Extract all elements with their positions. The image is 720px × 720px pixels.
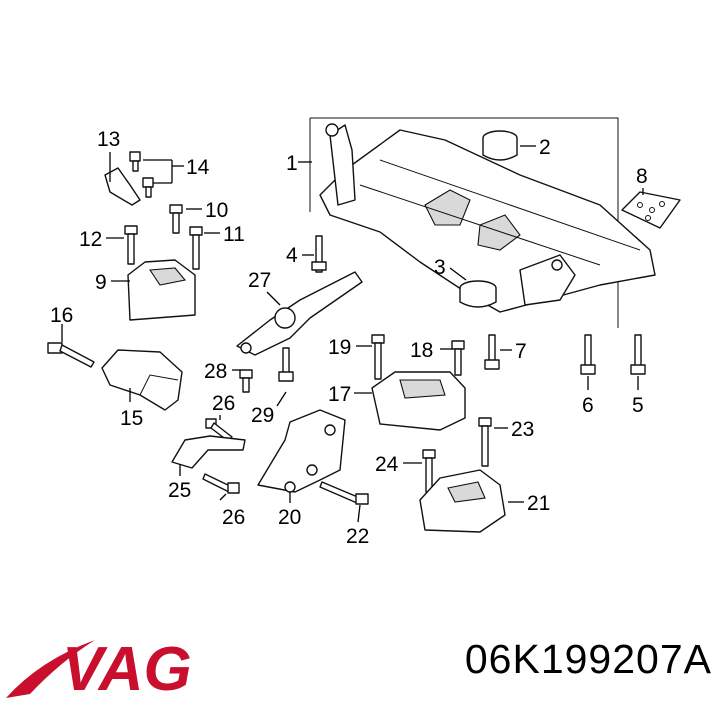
callout-1: 1	[286, 152, 298, 175]
brand-logo-swoosh-icon	[6, 640, 95, 698]
callout-16: 16	[50, 304, 73, 327]
callout-10: 10	[205, 199, 228, 222]
part-number: 06K199207A	[464, 636, 712, 682]
callout-14: 14	[186, 156, 210, 179]
callout-24: 24	[375, 453, 399, 476]
callout-2: 2	[539, 136, 551, 159]
callout-6: 6	[582, 394, 594, 417]
callout-23: 23	[511, 418, 534, 441]
bushing-3	[459, 280, 497, 308]
callout-20: 20	[278, 506, 301, 529]
bracket-15	[101, 349, 183, 411]
plate-8	[621, 191, 681, 229]
brand-logo: VAG	[6, 635, 192, 704]
bracket-20	[257, 409, 346, 493]
subframe	[319, 123, 656, 313]
callout-25: 25	[168, 479, 191, 502]
callout-13: 13	[97, 128, 120, 151]
callout-12: 12	[79, 228, 102, 251]
bracket-25	[171, 435, 246, 469]
callout-26b: 26	[222, 506, 245, 529]
callout-9: 9	[95, 271, 107, 294]
callout-4: 4	[286, 244, 298, 267]
callout-7: 7	[515, 340, 527, 363]
bushing-2	[482, 130, 518, 161]
callout-22: 22	[346, 525, 369, 548]
bracket-13	[104, 167, 141, 206]
brand-logo-text: VAG	[62, 635, 192, 704]
callout-21: 21	[527, 492, 550, 515]
callout-28: 28	[204, 360, 227, 383]
mount-21	[419, 469, 506, 533]
callout-26a: 26	[212, 392, 235, 415]
callout-11: 11	[223, 223, 245, 246]
torque-arm-27	[236, 271, 363, 356]
callout-3: 3	[434, 256, 446, 279]
bolts	[47, 151, 646, 505]
callout-27: 27	[248, 269, 271, 292]
callout-15: 15	[120, 407, 143, 430]
callout-18: 18	[410, 339, 433, 362]
leader-lines	[61, 145, 644, 523]
callout-29: 29	[251, 404, 274, 427]
callout-17: 17	[328, 383, 351, 406]
callout-5: 5	[632, 394, 644, 417]
mount-17	[371, 371, 466, 431]
callout-labels: 1 2 3 4 5 6 7 8 9 10 11 12 13 14 15 16 1…	[50, 128, 648, 548]
callout-19: 19	[328, 336, 351, 359]
callout-8: 8	[636, 165, 648, 188]
mount-9	[127, 259, 196, 321]
